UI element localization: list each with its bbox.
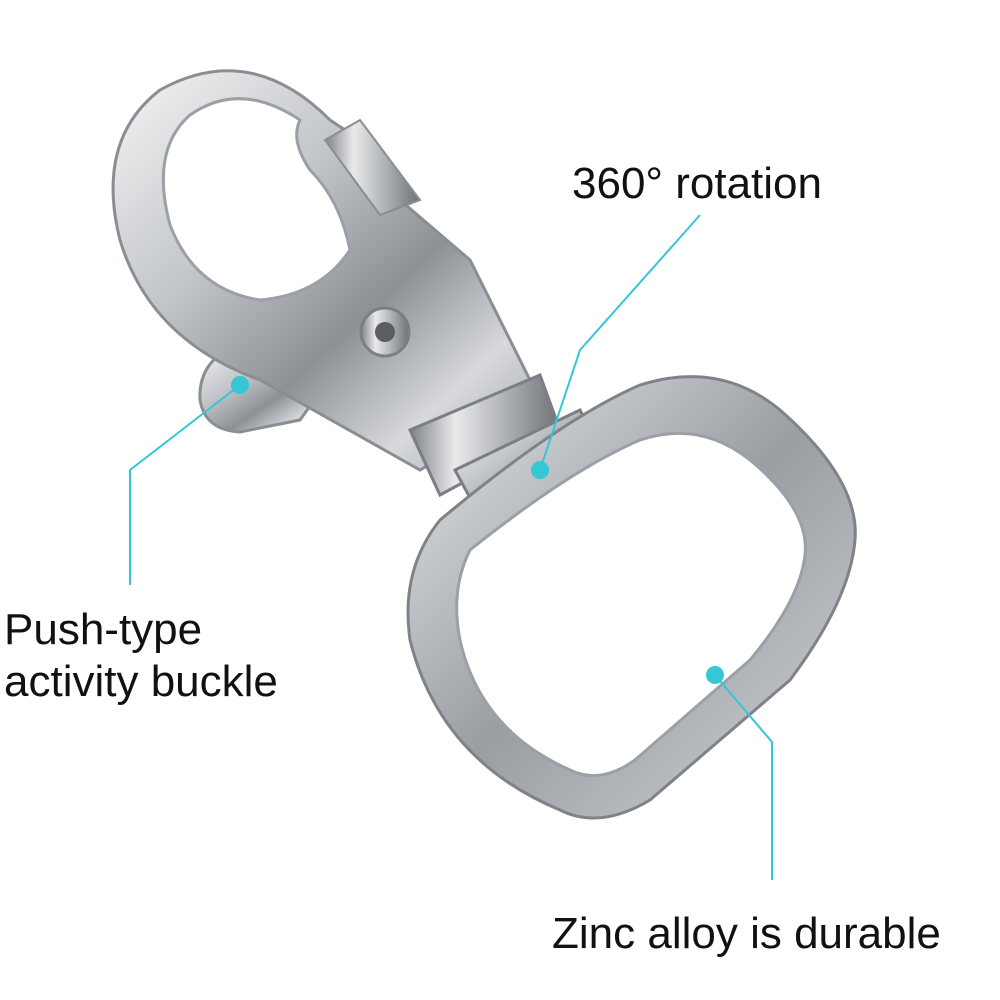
callout-line-buckle <box>129 384 241 585</box>
callout-buckle-line1: Push-type <box>4 605 203 654</box>
callout-line-rotation <box>539 214 701 471</box>
callout-buckle-label: Push-type activity buckle <box>4 604 278 708</box>
callout-line-alloy <box>714 674 773 880</box>
callout-buckle-line2: activity buckle <box>4 657 278 706</box>
callout-alloy-label: Zinc alloy is durable <box>552 909 941 958</box>
callout-dot-rotation <box>531 461 549 479</box>
hook-gate <box>323 118 422 217</box>
d-ring-opening <box>455 431 807 778</box>
callout-dot-buckle <box>231 376 249 394</box>
callout-dot-alloy <box>706 666 724 684</box>
callout-rotation-label: 360° rotation <box>572 159 822 208</box>
hook-opening <box>161 97 352 302</box>
